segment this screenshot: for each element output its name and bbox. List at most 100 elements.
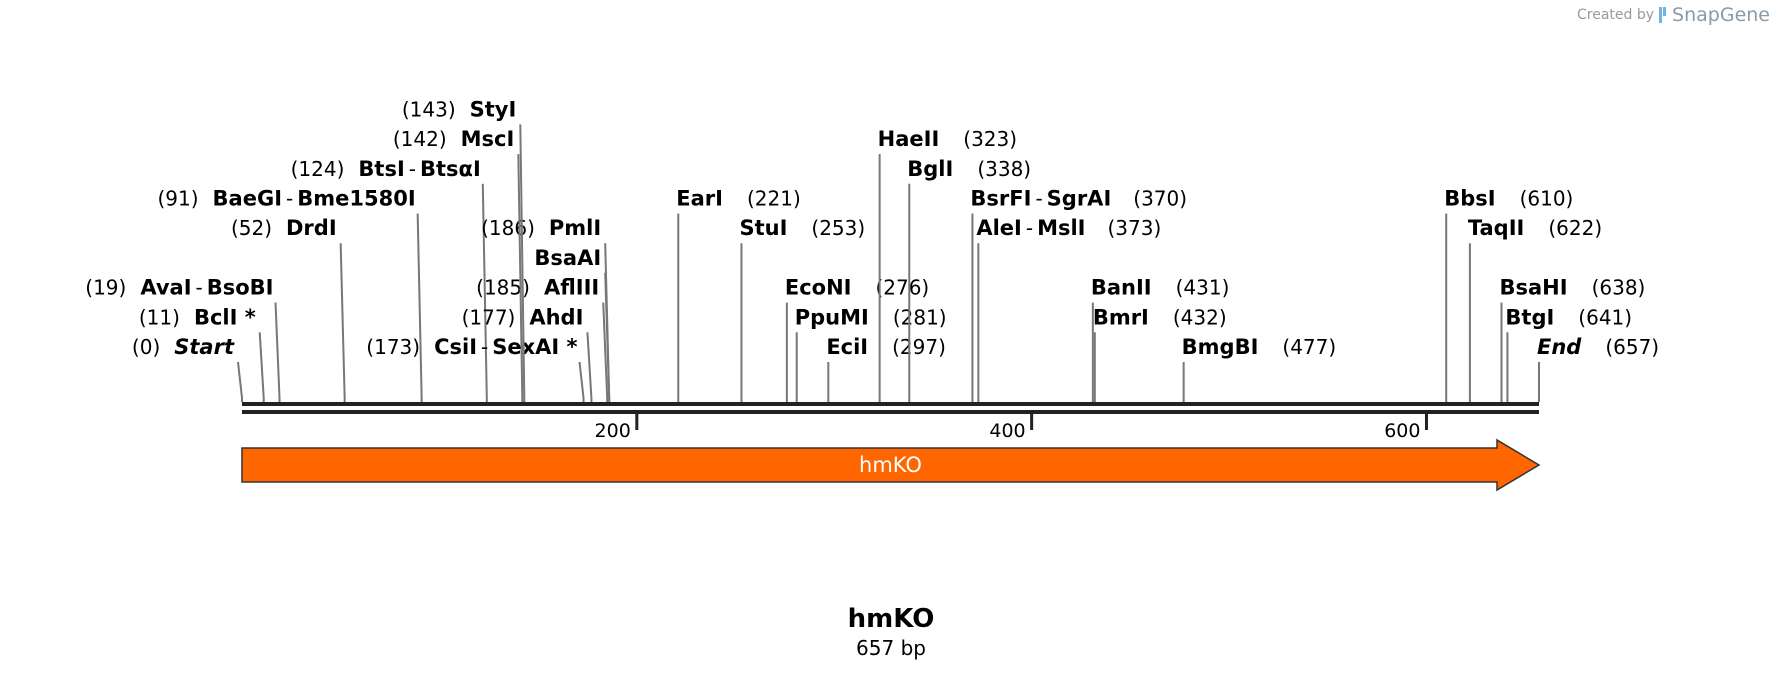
sequence-title: hmKO <box>848 604 935 634</box>
site-position: (338) <box>977 157 1031 181</box>
site-name-2: BsoBI <box>207 276 274 300</box>
site-bgli[interactable]: (338)BglI <box>907 157 1031 402</box>
site-separator: - <box>481 335 488 359</box>
site-name: BanII <box>1091 276 1152 300</box>
site-bmgbi[interactable]: (477)BmgBI <box>1182 335 1337 402</box>
site-drdi[interactable]: (52) DrdI <box>231 216 346 402</box>
ruler-tick-label: 400 <box>989 420 1025 442</box>
site-position: (19) <box>85 276 126 300</box>
site-name: BbsI <box>1444 187 1495 211</box>
site-connector <box>517 154 524 402</box>
site-csii[interactable]: (173)CsiI - SexAI * <box>366 335 585 402</box>
backbone <box>242 402 1539 414</box>
site-connector <box>604 243 611 402</box>
site-name: BmrI <box>1093 305 1149 329</box>
site-name: EcoNI <box>785 276 852 300</box>
site-name: StuI <box>739 216 787 240</box>
site-position: (432) <box>1173 305 1227 329</box>
ruler-tick <box>635 414 639 430</box>
site-pmli[interactable]: (186)PmlI <box>481 216 611 402</box>
site-name: AhdI <box>529 305 583 329</box>
site-bsrfi[interactable]: (370)BsrFI - SgrAI <box>970 187 1187 403</box>
site-name-2: SgrAI <box>1047 187 1112 211</box>
site-connector <box>602 302 609 402</box>
site-econi[interactable]: (276)EcoNI <box>785 276 929 402</box>
sequence-length: 657 bp <box>856 636 926 660</box>
site-name: DrdI <box>286 216 337 240</box>
site-ppumi[interactable]: (281)PpuMI <box>795 305 947 402</box>
site-end[interactable]: (657)End <box>1537 335 1659 402</box>
site-bsahi[interactable]: (638)BsaHI <box>1499 276 1645 402</box>
site-eari[interactable]: (221) EarI <box>676 187 801 403</box>
site-position: (124) <box>291 157 345 181</box>
site-connector <box>237 361 243 402</box>
site-connector <box>258 332 265 402</box>
site-avai[interactable]: (19)AvaI - BsoBI <box>85 276 281 402</box>
site-msci[interactable]: (142)MscI <box>393 127 524 402</box>
site-position: (297) <box>892 335 946 359</box>
site-taqii[interactable]: (622)TaqII <box>1468 216 1602 402</box>
site-position: (91) <box>157 187 198 211</box>
site-btgi[interactable]: (641)BtgI <box>1505 305 1632 402</box>
feature-arrow[interactable] <box>241 438 1541 492</box>
site-name: BsaAI <box>534 246 601 270</box>
site-haeii[interactable]: (323)HaeII <box>878 127 1017 402</box>
site-name: Start <box>174 335 235 359</box>
site-start[interactable]: (0)Start <box>132 335 243 402</box>
ruler-tick <box>1030 414 1034 430</box>
restriction-sites: (0)Start(11)BclI *(19)AvaI - BsoBI (52) Dr… <box>85 97 1659 402</box>
ruler-tick-label: 600 <box>1384 420 1420 442</box>
site-position: (281) <box>893 305 947 329</box>
ruler-tick-label: 200 <box>595 420 631 442</box>
site-baegi[interactable]: (91)BaeGI - Bme1580I <box>157 187 423 403</box>
site-position: (52) <box>231 216 272 240</box>
site-separator: - <box>196 276 203 300</box>
site-styi[interactable]: (143) StyI <box>402 97 526 402</box>
site-stui[interactable]: (253)StuI <box>739 216 865 402</box>
site-name: AflIII <box>544 276 599 300</box>
site-position: (431) <box>1176 276 1230 300</box>
site-connector <box>519 124 526 402</box>
site-banii[interactable]: (431) BanII <box>1091 276 1230 402</box>
site-separator: - <box>286 187 293 211</box>
site-connector <box>586 332 593 402</box>
site-connector <box>339 243 346 402</box>
site-position: (477) <box>1282 335 1336 359</box>
site-bcli[interactable]: (11)BclI * <box>139 305 265 402</box>
site-name: MscI <box>461 127 515 151</box>
site-name: EarI <box>676 187 723 211</box>
site-name-2: MslI <box>1037 216 1085 240</box>
site-name: BtsI <box>358 157 404 181</box>
site-name: CsiI <box>434 335 477 359</box>
credit-prefix: Created by <box>1577 7 1655 23</box>
site-name: HaeII <box>878 127 940 151</box>
feature-label: hmKO <box>859 453 922 477</box>
site-position: (610) <box>1520 187 1574 211</box>
site-separator: - <box>1035 187 1042 211</box>
site-name-2: Bme1580I <box>297 187 415 211</box>
site-position: (177) <box>462 305 516 329</box>
site-name: AleI <box>976 216 1022 240</box>
ruler: 200 400 600 <box>595 414 1428 442</box>
backbone-top-strand <box>242 402 1539 406</box>
site-separator: - <box>409 157 416 181</box>
site-position: (221) <box>747 187 801 211</box>
feature-hmko[interactable]: hmKO <box>241 438 1541 492</box>
site-name: PmlI <box>549 216 601 240</box>
ruler-tick <box>1424 414 1428 430</box>
site-btsi[interactable]: (124)BtsI - BtsαI <box>291 157 488 402</box>
site-connector <box>416 213 423 402</box>
site-position: (143) <box>402 97 456 121</box>
site-alei[interactable]: (373)AleI - MslI <box>976 216 1161 402</box>
site-position: (173) <box>366 335 420 359</box>
site-ahdi[interactable]: (177) AhdI <box>462 305 593 402</box>
site-name: StyI <box>470 97 517 121</box>
site-connector <box>578 361 585 402</box>
site-position: (657) <box>1605 335 1659 359</box>
site-bmri[interactable]: (432) BmrI <box>1093 305 1227 402</box>
snapgene-logo-icon <box>1659 7 1667 23</box>
site-ecii[interactable]: (297)EciI <box>826 335 946 402</box>
site-bbsi[interactable]: (610) BbsI <box>1444 187 1573 403</box>
site-position: (370) <box>1133 187 1187 211</box>
